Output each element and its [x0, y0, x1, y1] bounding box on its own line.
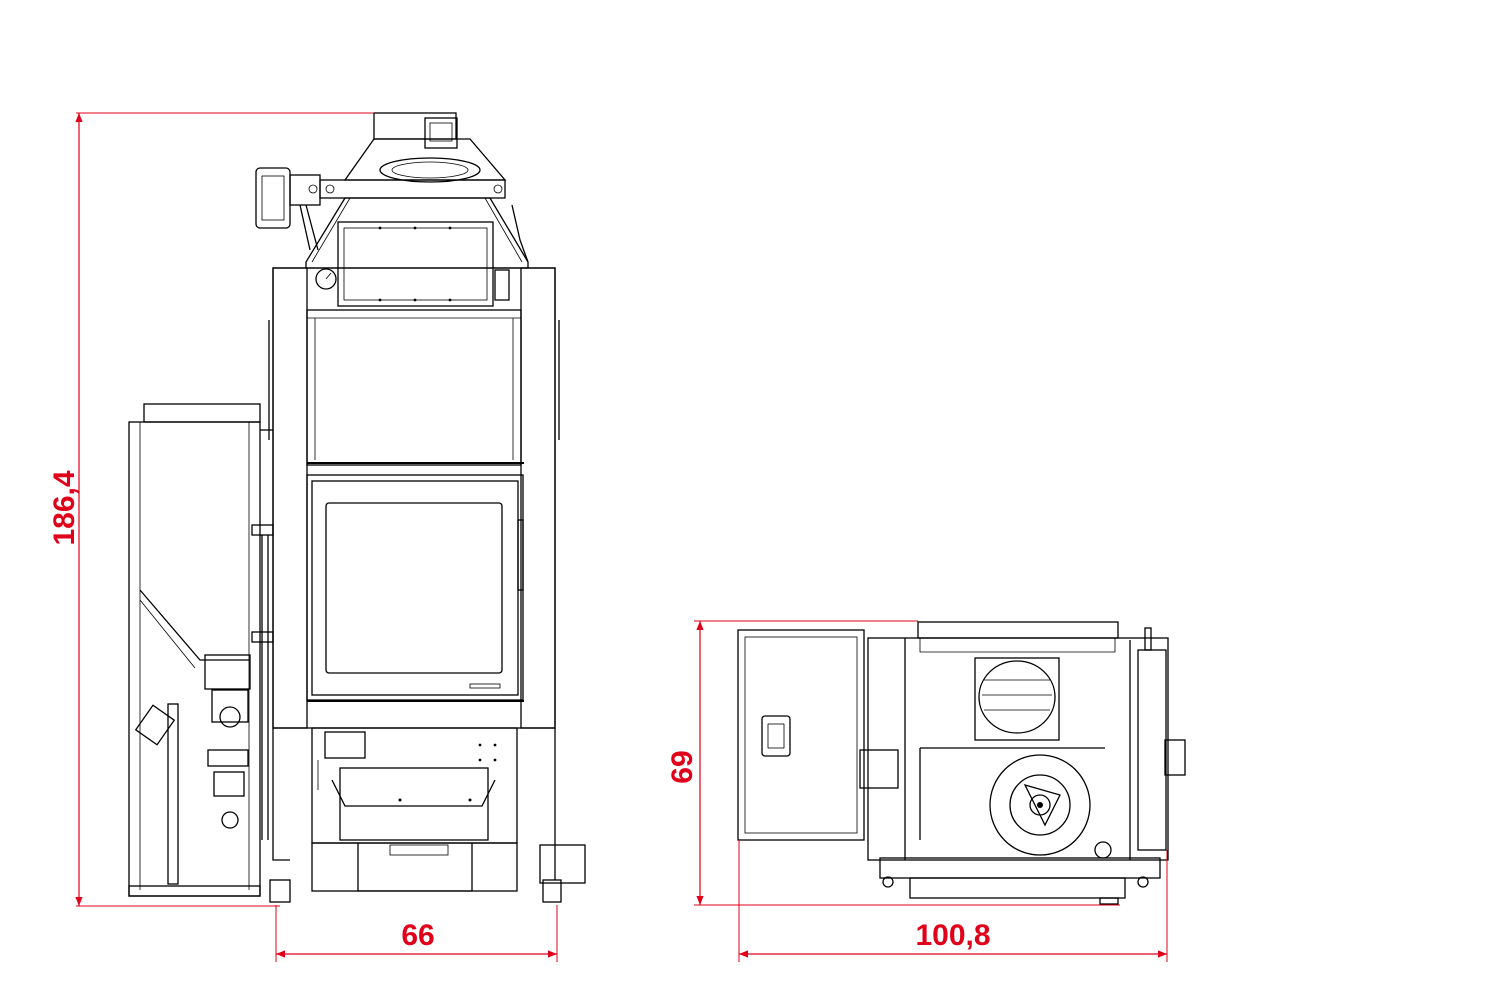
- front-view: [128, 112, 586, 903]
- dimension-height-front: 186,4: [48, 112, 374, 907]
- dimension-depth-top: 69: [666, 620, 1120, 906]
- dimension-width-front: 66: [275, 905, 558, 962]
- depth-label-top: 69: [666, 750, 699, 783]
- hood: [305, 197, 529, 307]
- fan-motor: [255, 167, 321, 251]
- body-plan: [867, 621, 1186, 905]
- width-label-top: 100,8: [915, 919, 990, 952]
- top-view: [737, 621, 1186, 905]
- height-label-front: 186,4: [48, 470, 81, 545]
- hopper-plan: [737, 629, 899, 841]
- width-label-front: 66: [401, 919, 434, 952]
- lower-section: [269, 727, 586, 903]
- fire-door: [306, 474, 524, 702]
- pellet-hopper: [128, 403, 274, 897]
- flue-outlet: [308, 112, 507, 199]
- dimension-width-top: 100,8: [738, 840, 1168, 962]
